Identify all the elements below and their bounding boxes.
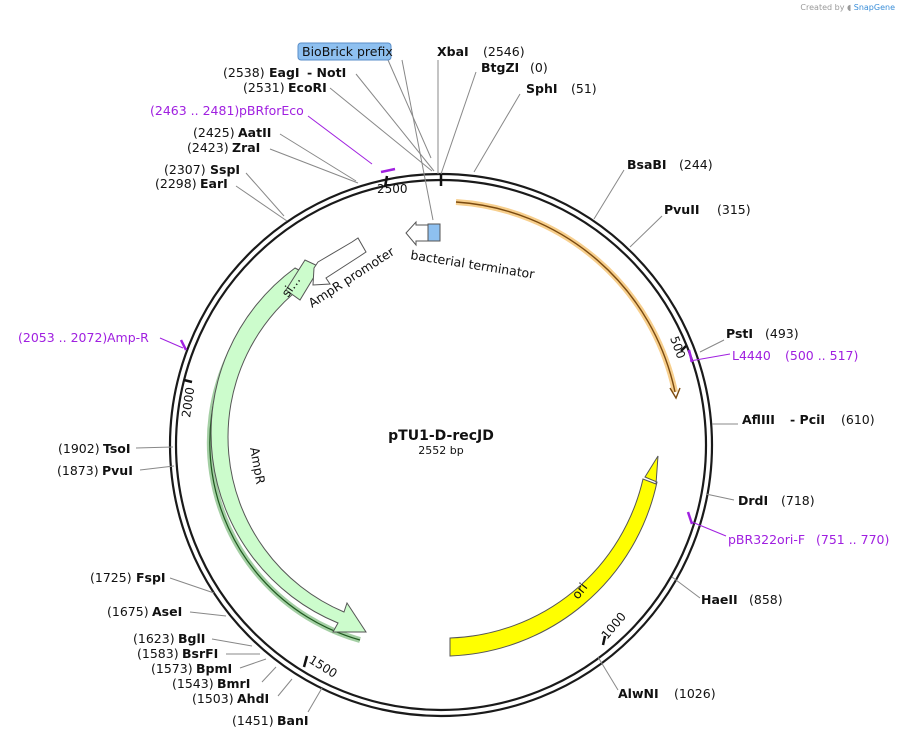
enzyme-pos-aatii: (2425): [193, 125, 235, 140]
credit-prefix: Created by: [800, 3, 845, 12]
enzyme-name-xbai: XbaI: [437, 44, 469, 59]
tick-label-500: 500: [667, 334, 688, 360]
enzyme-name-pcii-text: PciI: [800, 412, 826, 427]
ori-feature: ori: [449, 455, 659, 657]
enzyme-name-ecori: EcoRI: [288, 80, 327, 95]
enzyme-name-haeii: HaeII: [701, 592, 738, 607]
enzyme-name-btgzi: BtgZI: [481, 60, 519, 75]
enzyme-pos-bsabi: (244): [679, 157, 713, 172]
enzyme-pos-bani: (1451): [232, 713, 274, 728]
biobrick-prefix-label: BioBrick prefix: [297, 42, 393, 61]
primer-pbrforeco: (2463 .. 2481) pBRforEco: [150, 103, 396, 174]
primer-name-l4440: L4440: [732, 348, 771, 363]
plasmid-length: 2552 bp: [418, 444, 463, 457]
enzyme-pos-ahdi: (1503): [192, 691, 234, 706]
enzyme-name-tsoi: TsoI: [103, 441, 131, 456]
terminator-label: bacterial terminator: [410, 247, 537, 282]
snapgene-credit: Created by ◖ SnapGene: [800, 3, 895, 12]
enzyme-pos-fspi: (1725): [90, 570, 132, 585]
enzyme-name-aatii: AatII: [238, 125, 271, 140]
enzyme-name-bmri: BmrI: [217, 676, 250, 691]
enzyme-name-eagi: EagI: [269, 65, 300, 80]
enzyme-name-bani: BanI: [277, 713, 309, 728]
enzyme-pos-bpmi: (1573): [151, 661, 193, 676]
enzyme-name-noti-text: NotI: [317, 65, 347, 80]
enzyme-name-psti: PstI: [726, 326, 753, 341]
enzyme-name-pvuii: PvuII: [664, 202, 700, 217]
credit-brand: SnapGene: [853, 3, 895, 12]
enzyme-name-eari: EarI: [200, 176, 228, 191]
enzyme-name-bsabi: BsaBI: [627, 157, 667, 172]
enzyme-name-sphi: SphI: [526, 81, 558, 96]
enzyme-pos-bgli: (1623): [133, 631, 175, 646]
primer-name-pbrforeco: pBRforEco: [239, 103, 304, 118]
enzyme-pos-bmri: (1543): [172, 676, 214, 691]
ampr-label: AmpR: [247, 446, 268, 486]
enzyme-name-asei: AseI: [152, 604, 182, 619]
enzyme-name-bgli: BglI: [178, 631, 205, 646]
enzyme-pos-sphi: (51): [571, 81, 597, 96]
enzyme-name-drdi: DrdI: [738, 493, 768, 508]
enzyme-pos-eagi: (2538): [223, 65, 265, 80]
enzyme-name-pvui: PvuI: [102, 463, 133, 478]
ampr-feature: si… AmpR: [206, 259, 367, 643]
terminator-feature: bacterial terminator: [405, 220, 537, 282]
enzyme-name-bsrfi: BsrFI: [182, 646, 218, 661]
enzyme-pos-pvuii: (315): [717, 202, 751, 217]
enzyme-pos-alwni: (1026): [674, 686, 716, 701]
ampr-promoter-feature: AmpR promoter: [305, 237, 398, 311]
enzyme-pos-bsrfi: (1583): [137, 646, 179, 661]
tick-label-2000: 2000: [179, 386, 197, 418]
enzyme-pos-eari: (2298): [155, 176, 197, 191]
enzyme-pos-zrai: (2423): [187, 140, 229, 155]
primer-range-l4440: (500 .. 517): [785, 348, 858, 363]
primer-range-amp-r: (2053 .. 2072): [18, 330, 107, 345]
enzyme-pos-haeii: (858): [749, 592, 783, 607]
enzyme-name-alwni: AlwNI: [618, 686, 659, 701]
orange-feature-arrow: [455, 199, 681, 400]
enzyme-pos-tsoi: (1902): [58, 441, 100, 456]
enzyme-name-afliii: AflIII: [742, 412, 775, 427]
enzyme-pos-sspi: (2307): [164, 162, 206, 177]
enzyme-name-zrai: ZraI: [232, 140, 260, 155]
enzyme-pos-pvui: (1873): [57, 463, 99, 478]
enzyme-pos-psti: (493): [765, 326, 799, 341]
enzyme-name-fspi: FspI: [136, 570, 166, 585]
primer-range-pbrforeco: (2463 .. 2481): [150, 103, 239, 118]
enzyme-pos-ecori: (2531): [243, 80, 285, 95]
position-ticks: [183, 174, 687, 668]
snapgene-logo-icon: ◖: [846, 3, 852, 12]
enzyme-leader-lines: [135, 59, 738, 713]
enzyme-pos-xbai: (2546): [483, 44, 525, 59]
enzyme-name-sspi: SspI: [210, 162, 240, 177]
enzyme-name-pcii: - PciI: [790, 412, 825, 427]
biobrick-prefix-text: BioBrick prefix: [302, 44, 393, 59]
tick-label-2500: 2500: [377, 182, 408, 196]
primer-range-pbr322ori-f: (751 .. 770): [816, 532, 889, 547]
primer-l4440: L4440 (500 .. 517): [687, 348, 858, 363]
primer-name-amp-r: Amp-R: [107, 330, 149, 345]
enzyme-name-ahdi: AhdI: [237, 691, 269, 706]
enzyme-name-bpmi: BpmI: [196, 661, 232, 676]
enzyme-pos-btgzi: (0): [530, 60, 548, 75]
enzyme-name-noti: - NotI: [307, 65, 346, 80]
enzyme-pos-asei: (1675): [107, 604, 149, 619]
primer-pbr322ori-f: pBR322ori-F (751 .. 770): [686, 511, 889, 547]
enzyme-pos-afliii: (610): [841, 412, 875, 427]
primer-amp-r: (2053 .. 2072) Amp-R: [18, 330, 188, 351]
enzyme-pos-drdi: (718): [781, 493, 815, 508]
primer-name-pbr322ori-f: pBR322ori-F: [728, 532, 805, 547]
plasmid-name: pTU1-D-recJD: [388, 428, 494, 444]
